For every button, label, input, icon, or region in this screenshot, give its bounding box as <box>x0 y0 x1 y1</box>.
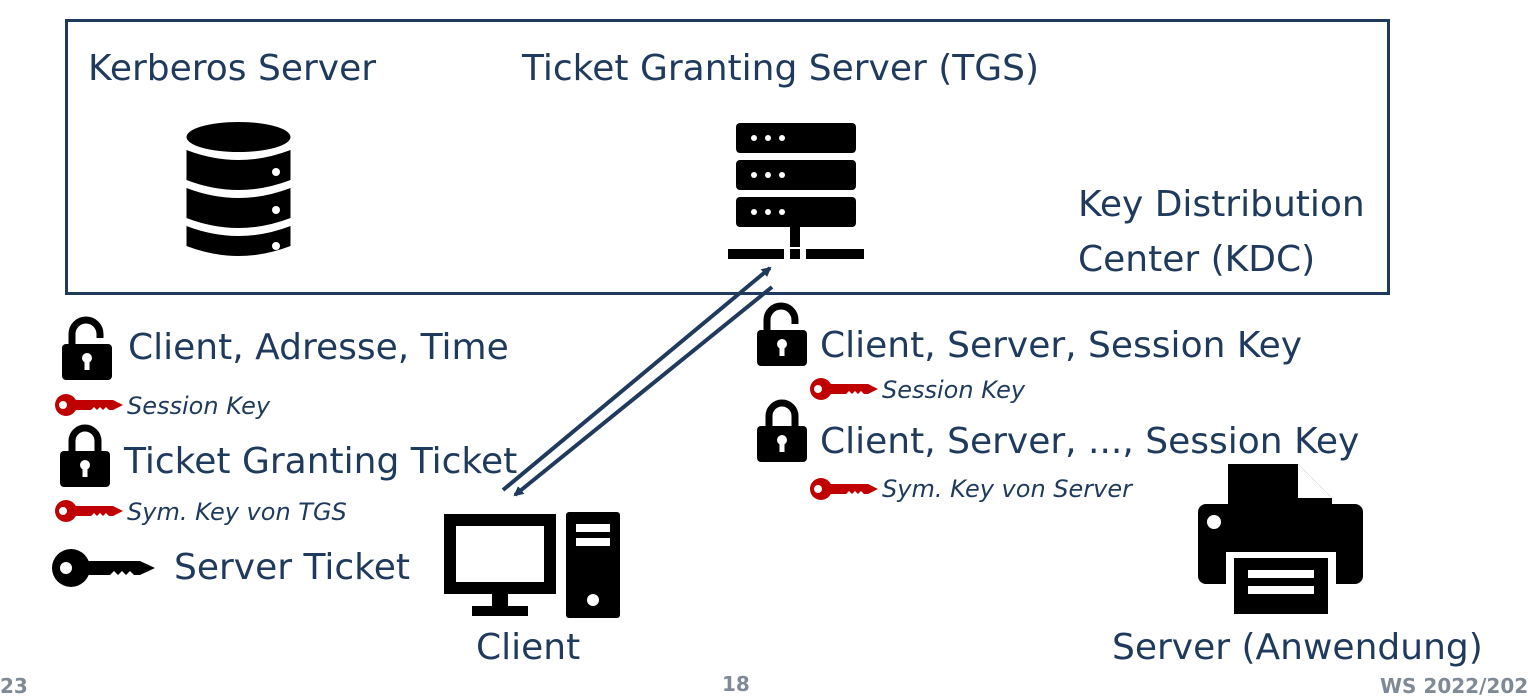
server-ticket: Server Ticket <box>174 547 411 588</box>
client-server-ellipsis-session-key: Client, Server, ..., Session Key <box>820 421 1360 462</box>
sym-key-tgs: Sym. Key von TGS <box>127 498 347 526</box>
database-icon <box>186 122 291 256</box>
server-app-label: Server (Anwendung) <box>1112 627 1483 668</box>
ticket-granting-ticket: Ticket Granting Ticket <box>124 441 518 482</box>
page-number: 18 <box>722 672 750 696</box>
kerberos-server-label: Kerberos Server <box>88 48 377 89</box>
client-label: Client <box>476 627 581 668</box>
red-key-icon <box>55 500 123 522</box>
closed-lock-icon <box>757 399 807 462</box>
kdc-label-line2: Center (KDC) <box>1078 239 1316 280</box>
open-lock-icon <box>757 302 807 366</box>
black-key-icon <box>52 549 155 587</box>
sym-key-server: Sym. Key von Server <box>882 475 1132 503</box>
kdc-box <box>65 19 1390 295</box>
session-key-left: Session Key <box>127 392 271 420</box>
red-key-icon <box>810 378 878 400</box>
footer-left: 23 <box>0 674 28 698</box>
session-key-right: Session Key <box>882 376 1026 404</box>
client-address-time: Client, Adresse, Time <box>128 327 509 368</box>
desktop-computer-icon <box>444 512 620 618</box>
footer-right: WS 2022/202 <box>1380 674 1528 698</box>
open-lock-icon <box>62 316 112 380</box>
closed-lock-icon <box>60 424 110 487</box>
red-key-icon <box>810 478 878 500</box>
red-key-icon <box>55 394 123 416</box>
printer-icon <box>1198 464 1363 616</box>
server-rack-icon <box>728 123 864 259</box>
tgs-label: Ticket Granting Server (TGS) <box>522 48 1040 89</box>
client-server-session-key: Client, Server, Session Key <box>820 325 1303 366</box>
kdc-label-line1: Key Distribution <box>1078 184 1365 225</box>
